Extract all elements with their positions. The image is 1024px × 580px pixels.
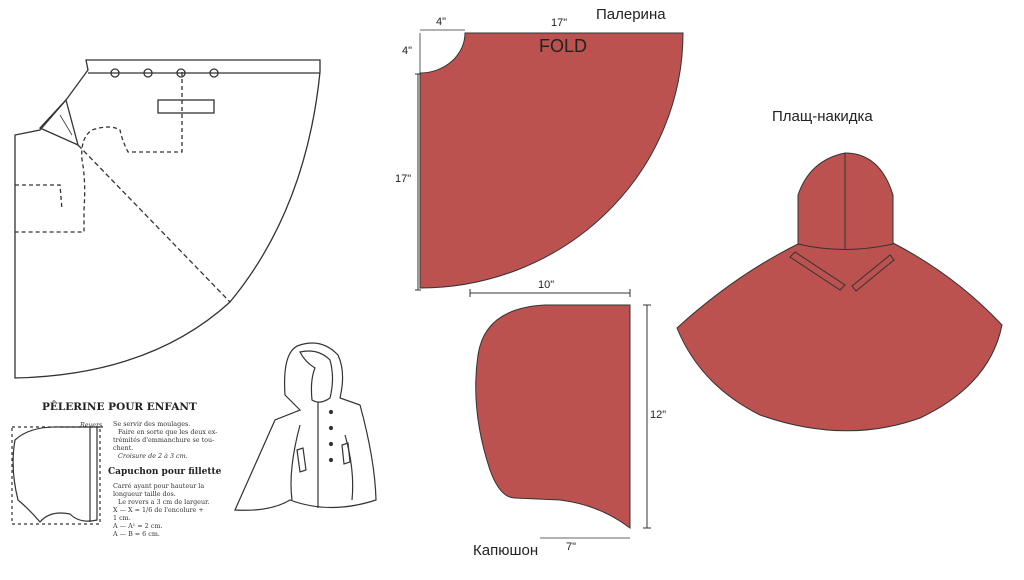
vintage-pattern-drawing [14,59,321,379]
vintage-hood-pattern [11,426,103,525]
pelerine-fold-label: FOLD [539,36,587,56]
vintage-hood-line-2: longueur taille dos. [113,490,176,498]
vintage-text-line-4: chent. [113,444,133,452]
vintage-dart [38,98,79,147]
vintage-pocket-flap [157,99,215,114]
pelerine-title: Палерина [596,6,666,23]
vintage-button-4 [209,68,219,78]
vintage-title: PÊLERINE POUR ENFANT [42,399,197,413]
vintage-hood-line-4: X — X = 1/6 de l'encolure + [113,506,204,514]
vintage-text-block: PÊLERINE POUR ENFANT Revers Se servir de… [42,399,222,538]
hood-fabric-shape [475,304,631,530]
pelerine-corner-width: 4" [436,16,446,28]
cape-right-slit [851,254,895,292]
vintage-dashed-pocket [15,184,63,211]
hood-height: 12" [650,409,666,421]
vintage-button-1 [110,68,120,78]
vintage-subtitle: Capuchon pour fillette [108,467,222,477]
vintage-dashed-armhole [15,72,183,233]
vintage-text-line-2: Faire en sorte que les deux ex- [118,428,217,436]
vintage-cape-outline [14,59,321,379]
vintage-hood-line-3: Le revers a 3 cm de largeur. [118,498,209,506]
vintage-hood-line-7: A — B = 6 cm. [112,530,160,538]
vintage-text-line-5: Croisure de 2 à 3 cm. [118,452,188,460]
vintage-hood-line-1: Carré ayant pour hauteur la [113,482,204,490]
cape-body-shape [676,242,1003,432]
pelerine-fabric-shape [419,32,684,289]
vintage-hood-line-6: A — A¹ = 2 cm. [112,522,162,530]
hood-bottom-width: 7" [566,541,576,553]
vintage-diagonal-line [77,144,231,303]
hood-top-width: 10" [538,279,554,291]
hood-piece: 10" 12" 7" Капюшон [469,279,666,559]
pelerine-side-height: 17" [395,173,411,185]
pelerine-corner-height: 4" [402,45,412,57]
vintage-text-line-3: trémités d'emmanchure se tou- [113,436,214,444]
cape-title: Плащ-накидка [772,108,873,125]
pelerine-piece: Палерина FOLD 17" 4" 4" 17" [395,6,684,291]
pelerine-top-width: 17" [551,17,567,29]
cape-illustration: Плащ-накидка [676,108,1003,432]
hood-title: Капюшон [473,542,538,559]
vintage-text-line-1: Se servir des moulages. [113,420,190,428]
vintage-button-2 [143,68,153,78]
vintage-button-3 [176,68,186,78]
cape-left-slit [789,251,846,291]
vintage-hood-line-5: 1 cm. [113,514,131,522]
vintage-cape-sketch [234,342,377,511]
vintage-revers-label: Revers [79,421,103,429]
